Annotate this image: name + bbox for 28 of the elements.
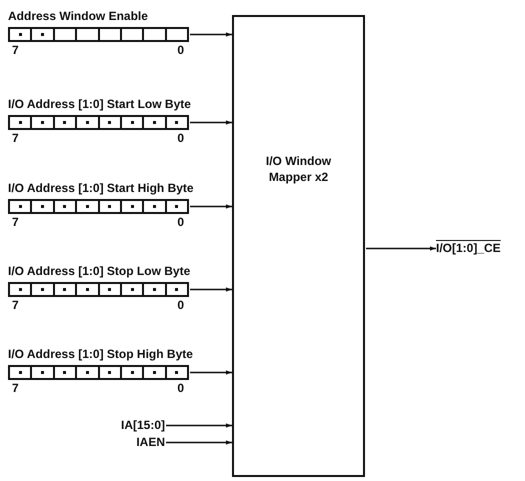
arrow [190, 32, 232, 37]
arrow [190, 287, 232, 292]
signal-label: IAEN [136, 435, 165, 450]
arrow [366, 246, 436, 251]
mapper-block [232, 15, 365, 477]
arrow [166, 440, 232, 445]
bit-number: 0 [177, 44, 184, 57]
bit-number: 0 [177, 382, 184, 395]
arrow [190, 120, 232, 125]
arrow [190, 370, 232, 375]
block-title: I/O Window Mapper x2 [264, 153, 332, 185]
register-label: I/O Address [1:0] Stop High Byte [8, 346, 194, 362]
register-label: Address Window Enable [8, 8, 149, 24]
bit-number: 7 [12, 299, 19, 312]
bit-number: 0 [177, 216, 184, 229]
arrow [166, 423, 232, 428]
bit-number: 0 [177, 299, 184, 312]
register-label: I/O Address [1:0] Stop Low Byte [8, 263, 192, 279]
signal-label: I/O[1:0]_CE [436, 241, 501, 256]
bit-number: 0 [177, 132, 184, 145]
register-label: I/O Address [1:0] Start High Byte [8, 180, 195, 196]
bit-number: 7 [12, 44, 19, 57]
arrow [190, 204, 232, 209]
register-label: I/O Address [1:0] Start Low Byte [8, 96, 192, 112]
bit-number: 7 [12, 216, 19, 229]
bit-number: 7 [12, 132, 19, 145]
signal-label: IA[15:0] [120, 418, 165, 433]
bit-number: 7 [12, 382, 19, 395]
